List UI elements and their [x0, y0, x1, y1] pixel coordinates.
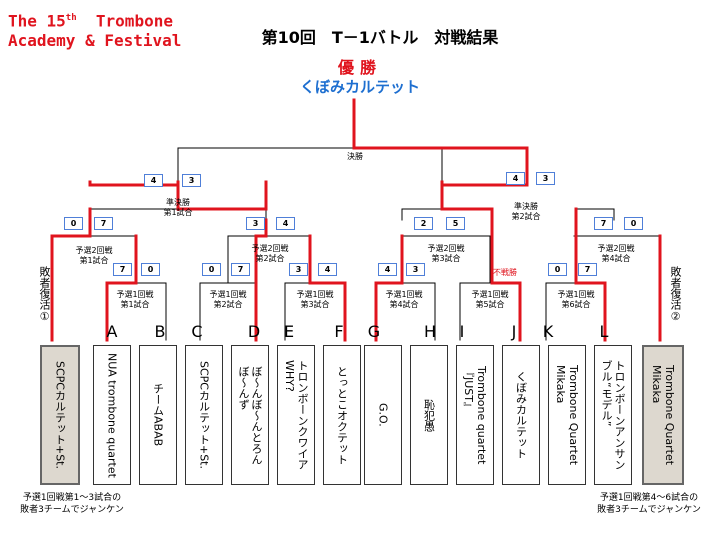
letter-f: F: [334, 322, 344, 341]
team-name: NUA trombone quartet: [105, 352, 119, 478]
team-name: SCPCカルテット+St.: [53, 361, 67, 469]
team-f: とっとこオクテット: [323, 345, 361, 485]
team-g: G.O.: [364, 345, 402, 485]
brand-line1-sup: th: [65, 13, 77, 23]
page-title: 第10回 T－1バトル 対戦結果: [261, 28, 499, 47]
brand-line1-pre: The 15: [8, 11, 66, 31]
team-name: とっとこオクテット: [335, 365, 349, 465]
score-p1-2-right: 7: [231, 263, 250, 276]
score-p1-4-left: 4: [378, 263, 397, 276]
score-p2-2-left: 3: [246, 217, 265, 230]
repechage-left-label: 敗者復活①: [38, 266, 51, 323]
score-p1-4-right: 3: [406, 263, 425, 276]
champion-name: くぼみカルテット: [299, 78, 420, 96]
festival-brand: The 15th Trombone Academy & Festival: [8, 8, 181, 51]
team-name: G.O.: [376, 403, 390, 427]
match-semi1-label: 準決勝 第1試合: [163, 198, 193, 217]
score-p2-3-left: 2: [414, 217, 433, 230]
team-name: Trombone Quartet Mikaka: [554, 364, 580, 466]
bracket-red-lines: [50, 98, 662, 342]
team-name: Trombone quartet 『JUST』: [462, 365, 488, 465]
brand-line1-post: Trombone: [76, 11, 173, 31]
score-semi2-left: 4: [506, 172, 525, 185]
team-repechage-1: SCPCカルテット+St.: [40, 345, 80, 485]
repechage-right-label: 敗者復活②: [669, 266, 682, 323]
note-repechage-left: 予選1回戦第1～3試合の 敗者3チームでジャンケン: [20, 493, 124, 515]
team-name: トロンボーンアンサン ブル“モデル”: [600, 360, 626, 470]
score-p2-1-right: 7: [94, 217, 113, 230]
score-p1-2-left: 0: [202, 263, 221, 276]
letter-e: E: [283, 322, 295, 341]
letter-l: L: [599, 322, 609, 341]
score-p1-1-right: 0: [141, 263, 160, 276]
score-p2-2-right: 4: [276, 217, 295, 230]
letter-d: D: [247, 322, 261, 341]
letter-a: A: [106, 322, 118, 341]
team-name: トロンボーンクワイア WHY?: [283, 360, 309, 470]
score-p1-6-right: 7: [578, 263, 597, 276]
team-name: くぼみカルテット: [514, 371, 528, 459]
team-name: 恥犯愚: [422, 398, 436, 432]
letter-b: B: [154, 322, 166, 341]
match-final-label: 決勝: [347, 152, 363, 161]
team-l: トロンボーンアンサン ブル“モデル”: [594, 345, 632, 485]
match-p1-4-label: 予選1回戦 第4試合: [385, 290, 423, 309]
score-p1-3-right: 4: [318, 263, 337, 276]
match-p1-3-label: 予選1回戦 第3試合: [296, 290, 334, 309]
team-repechage-2: Trombone Quartet Mikaka: [642, 345, 684, 485]
score-p2-1-left: 0: [64, 217, 83, 230]
note-repechage-right: 予選1回戦第4～6試合の 敗者3チームでジャンケン: [597, 493, 701, 515]
match-p1-6-label: 予選1回戦 第6試合: [557, 290, 595, 309]
letter-h: H: [423, 322, 437, 341]
team-h: 恥犯愚: [410, 345, 448, 485]
score-final-left: 4: [144, 174, 163, 187]
score-final-right: 3: [182, 174, 201, 187]
team-b: チームABAB: [139, 345, 177, 485]
score-p2-4-left: 7: [594, 217, 613, 230]
letter-i: I: [459, 322, 465, 341]
team-k: Trombone Quartet Mikaka: [548, 345, 586, 485]
score-semi2-right: 3: [536, 172, 555, 185]
forfeit-label: 不戦勝: [493, 268, 517, 277]
team-i: Trombone quartet 『JUST』: [456, 345, 494, 485]
team-name: Trombone Quartet Mikaka: [650, 364, 676, 466]
match-p2-4-label: 予選2回戦 第4試合: [597, 244, 635, 263]
match-p1-2-label: 予選1回戦 第2試合: [209, 290, 247, 309]
score-p1-6-left: 0: [548, 263, 567, 276]
score-p2-3-right: 5: [446, 217, 465, 230]
team-name: SCPCカルテット+St.: [197, 361, 211, 469]
match-p2-1-label: 予選2回戦 第1試合: [75, 246, 113, 265]
match-semi2-label: 準決勝 第2試合: [511, 202, 541, 221]
team-j: くぼみカルテット: [502, 345, 540, 485]
letter-c: C: [191, 322, 203, 341]
score-p1-1-left: 7: [113, 263, 132, 276]
letter-k: K: [542, 322, 554, 341]
team-name: チームABAB: [151, 383, 165, 447]
letter-j: J: [511, 322, 517, 341]
match-p2-2-label: 予選2回戦 第2試合: [251, 244, 289, 263]
brand-line2: Academy & Festival: [8, 31, 182, 51]
team-c: SCPCカルテット+St.: [185, 345, 223, 485]
champion-label: 優勝: [337, 58, 382, 77]
score-p1-3-left: 3: [289, 263, 308, 276]
match-p1-5-label: 予選1回戦 第5試合: [471, 290, 509, 309]
match-p2-3-label: 予選2回戦 第3試合: [427, 244, 465, 263]
team-e: トロンボーンクワイア WHY?: [277, 345, 315, 485]
team-d: ぼ～んぼ～んとろん ぼ～んず: [231, 345, 269, 485]
score-p2-4-right: 0: [624, 217, 643, 230]
letter-g: G: [367, 322, 381, 341]
match-p1-1-label: 予選1回戦 第1試合: [116, 290, 154, 309]
team-a: NUA trombone quartet: [93, 345, 131, 485]
team-name: ぼ～んぼ～んとろん ぼ～んず: [237, 365, 263, 465]
